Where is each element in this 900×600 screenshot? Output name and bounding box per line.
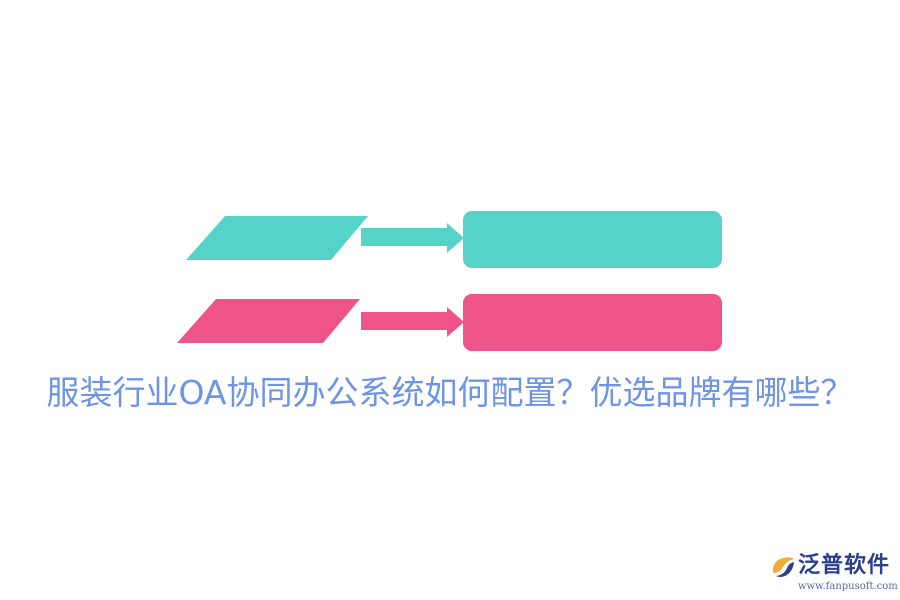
brand-name: 泛普软件: [798, 553, 891, 578]
teal-parallelogram: [186, 216, 368, 260]
teal-arrow: [361, 223, 464, 253]
pink-rounded-box: [463, 294, 722, 351]
page-title: 服装行业OA协同办公系统如何配置？优选品牌有哪些？: [46, 373, 854, 412]
teal-rounded-box: [463, 211, 722, 268]
brand-logo[interactable]: 泛普软件 www.fanpusoft.com: [770, 548, 900, 598]
pink-parallelogram: [177, 299, 360, 343]
brand-mark-icon: [772, 557, 794, 577]
brand-url: www.fanpusoft.com: [798, 581, 898, 592]
pink-arrow: [361, 307, 464, 337]
